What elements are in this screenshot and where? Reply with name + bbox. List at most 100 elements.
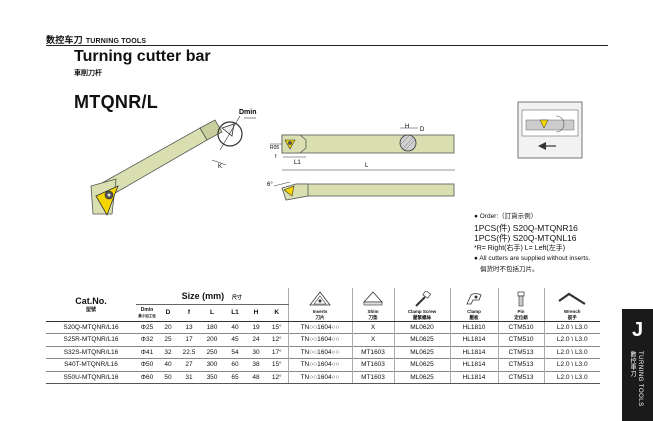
clamp-cn: 壓板 xyxy=(469,314,479,320)
table-cell: L2.0 \ L3.0 xyxy=(543,370,600,384)
section-header-en: TURNING TOOLS xyxy=(85,38,147,45)
table-cell: S32S-MTQNR/L16 xyxy=(46,345,136,359)
order-line-3: 1PCS(件) S20Q-MTQNL16 xyxy=(474,233,577,243)
cat-no-cn: 型號 xyxy=(85,306,96,313)
table-cell: ML0625 xyxy=(393,345,450,359)
tool-drawings: Dmin K R05 f L1 L H D 6° xyxy=(90,101,583,216)
table-cell: 40 xyxy=(158,358,178,371)
table-cell: CTM513 xyxy=(497,358,544,371)
table-cell: HL1810 xyxy=(449,320,498,334)
clamp-screw-cn: 壓緊螺絲 xyxy=(413,314,431,320)
table-cell: Φ25 xyxy=(136,320,158,334)
table-cell: HL1814 xyxy=(449,333,498,346)
section-header-cn: 数控车刀 xyxy=(46,35,83,45)
order-line-5: ● All cutters are supplied without inser… xyxy=(474,255,591,262)
table-cell: 15° xyxy=(266,358,288,371)
table-cell: TN○○1604○○ xyxy=(287,320,352,334)
section-tab: J 數控車刀 TURNING TOOLS xyxy=(622,309,653,421)
table-cell: 25 xyxy=(158,333,178,346)
table-cell: Φ60 xyxy=(136,370,158,384)
table-cell: 13 xyxy=(178,320,200,334)
clamp-label: Clamp xyxy=(467,308,481,314)
size-label: Size (mm) xyxy=(181,290,225,301)
table-cell: MT1603 xyxy=(351,345,394,359)
model-name: MTQNR/L xyxy=(74,92,159,112)
top-view: R05 f L1 L xyxy=(270,134,455,171)
table-cell: HL1814 xyxy=(449,345,498,359)
side-view: 6° xyxy=(267,181,455,201)
table-cell: L2.0 \ L3.0 xyxy=(543,345,600,359)
page-title: Turning cutter bar xyxy=(74,48,211,65)
l-label: L xyxy=(365,163,369,169)
cat-no-label: Cat.No. xyxy=(75,295,107,306)
table-cell: HL1814 xyxy=(449,358,498,371)
header-rule xyxy=(46,45,608,46)
table-cell: 31 xyxy=(178,370,200,384)
wrench-cn: 扳手 xyxy=(567,314,577,320)
table-cell: CTM510 xyxy=(497,333,544,346)
clamp-icon xyxy=(466,292,482,304)
r05-label: R05 xyxy=(270,145,279,151)
table-cell: 38 xyxy=(246,358,266,371)
order-line-1: ● Order:（訂貨示例） xyxy=(474,213,538,220)
wrench-icon xyxy=(558,292,586,305)
wrench-label: Wrench xyxy=(564,308,581,314)
shim-header: Shim 刀垫 xyxy=(351,288,394,322)
pin-label: Pin xyxy=(517,308,525,314)
table-cell: ML0625 xyxy=(393,333,450,346)
table-cell: S50U-MTQNR/L16 xyxy=(46,370,136,384)
table-cell: ML0625 xyxy=(393,358,450,371)
cross-section: H D xyxy=(399,124,425,152)
table-cell: 350 xyxy=(200,370,224,384)
col-d: D xyxy=(158,304,178,322)
table-cell: HL1814 xyxy=(449,370,498,384)
f-label: f xyxy=(275,154,277,160)
table-cell: TN○○1604○○ xyxy=(287,370,352,384)
wrench-header: Wrench 扳手 xyxy=(543,288,600,322)
section-tab-en: TURNING TOOLS xyxy=(637,351,643,407)
table-cell: S40T-MTQNR/L16 xyxy=(46,358,136,371)
table-cell: TN○○1604○○ xyxy=(287,358,352,371)
table-cell: 22.5 xyxy=(178,345,200,359)
table-cell: 60 xyxy=(224,358,246,371)
table-cell: MT1603 xyxy=(351,358,394,371)
table-cell: 50 xyxy=(158,370,178,384)
inserts-header: Inserts 刀片 xyxy=(287,288,352,322)
inserts-cn: 刀片 xyxy=(315,314,325,320)
table-cell: 17 xyxy=(178,333,200,346)
h-label: H xyxy=(405,124,409,130)
table-cell: 27 xyxy=(178,358,200,371)
clamp-header: Clamp 壓板 xyxy=(449,288,498,322)
table-cell: 15° xyxy=(266,320,288,334)
screw-icon xyxy=(415,289,432,307)
table-cell: 48 xyxy=(246,370,266,384)
table-cell: 30 xyxy=(246,345,266,359)
table-cell: 54 xyxy=(224,345,246,359)
inserts-label: Inserts xyxy=(312,308,328,314)
table-cell: 300 xyxy=(200,358,224,371)
table-cell: X xyxy=(351,320,394,334)
bar-3d-illustration xyxy=(90,119,223,216)
machining-diagram xyxy=(517,101,583,159)
pin-header: Pin 定位銷 xyxy=(497,288,544,322)
k-label: K xyxy=(218,164,222,170)
shim-cn: 刀垫 xyxy=(368,314,378,320)
pin-icon xyxy=(517,291,525,306)
table-cell: 32 xyxy=(158,345,178,359)
table-cell: ML0620 xyxy=(393,320,450,334)
table-cell: 180 xyxy=(200,320,224,334)
col-l1: L1 xyxy=(224,304,246,322)
table-cell: 40 xyxy=(224,320,246,334)
col-f: f xyxy=(178,304,200,322)
table-cell: 24 xyxy=(246,333,266,346)
col-k: K xyxy=(266,304,288,322)
dmin-detail: Dmin K xyxy=(211,109,257,170)
section-tab-letter: J xyxy=(631,319,644,341)
table-cell: Φ32 xyxy=(136,333,158,346)
table-cell: 200 xyxy=(200,333,224,346)
